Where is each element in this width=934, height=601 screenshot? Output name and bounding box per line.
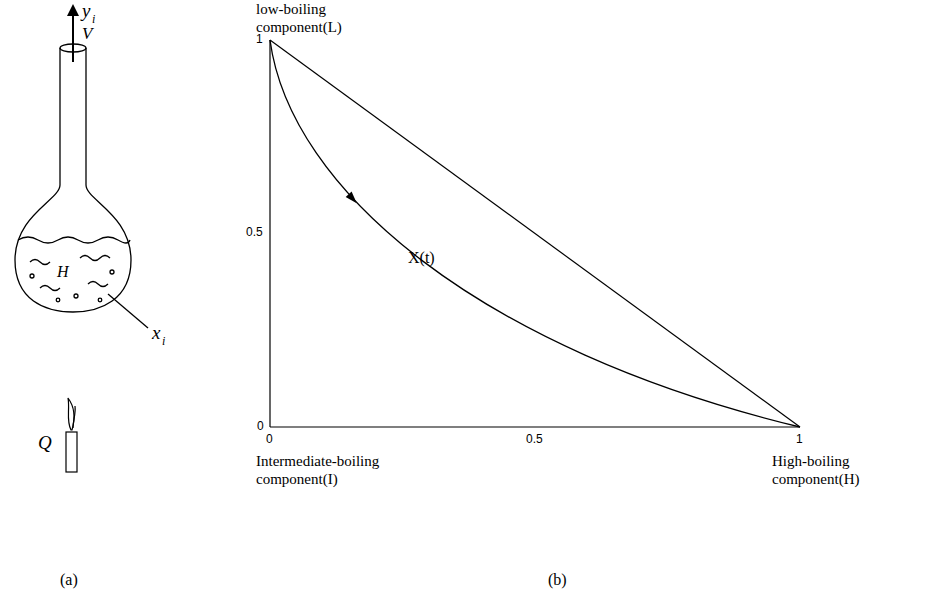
tick-label: 0 — [266, 432, 273, 446]
vertex-label: Intermediate-boiling component(I) — [256, 452, 431, 488]
trajectory-arrow — [346, 192, 360, 206]
tick-label: 0 — [257, 419, 264, 433]
composition-plot — [270, 40, 800, 427]
tick-label: 1 — [796, 432, 803, 446]
curve-label: X(t) — [408, 248, 435, 267]
liquid-composition: x — [152, 322, 160, 345]
tick-label: 1 — [256, 32, 263, 46]
holdup: H — [57, 262, 69, 281]
vapor-flow: V — [82, 24, 92, 44]
vapor-composition: y — [82, 0, 90, 23]
panel-label: (a) — [60, 570, 78, 589]
panel-label: (b) — [548, 570, 567, 589]
subscript: i — [92, 12, 95, 26]
heat-duty: Q — [38, 432, 52, 455]
vertex-label: low-boiling component(L) — [256, 0, 381, 36]
burner — [66, 398, 77, 472]
vertex-label: High-boiling component(H) — [772, 452, 922, 488]
subscript: i — [162, 334, 165, 348]
tick-label: 0.5 — [246, 225, 263, 239]
tick-label: 0.5 — [526, 432, 543, 446]
flask — [15, 44, 148, 328]
vapor-arrow — [67, 4, 79, 62]
